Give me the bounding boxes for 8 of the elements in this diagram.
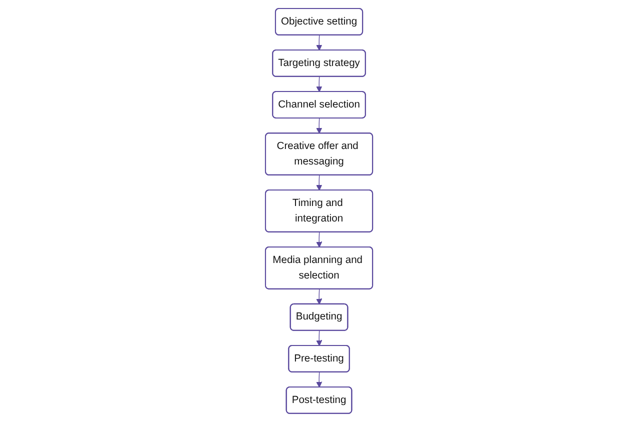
arrow (316, 372, 322, 388)
arrow (316, 76, 322, 92)
arrow (316, 288, 322, 305)
arrow (316, 118, 322, 134)
arrow (316, 232, 322, 248)
arrow (316, 174, 322, 191)
arrow (316, 34, 322, 51)
arrow (316, 330, 322, 346)
